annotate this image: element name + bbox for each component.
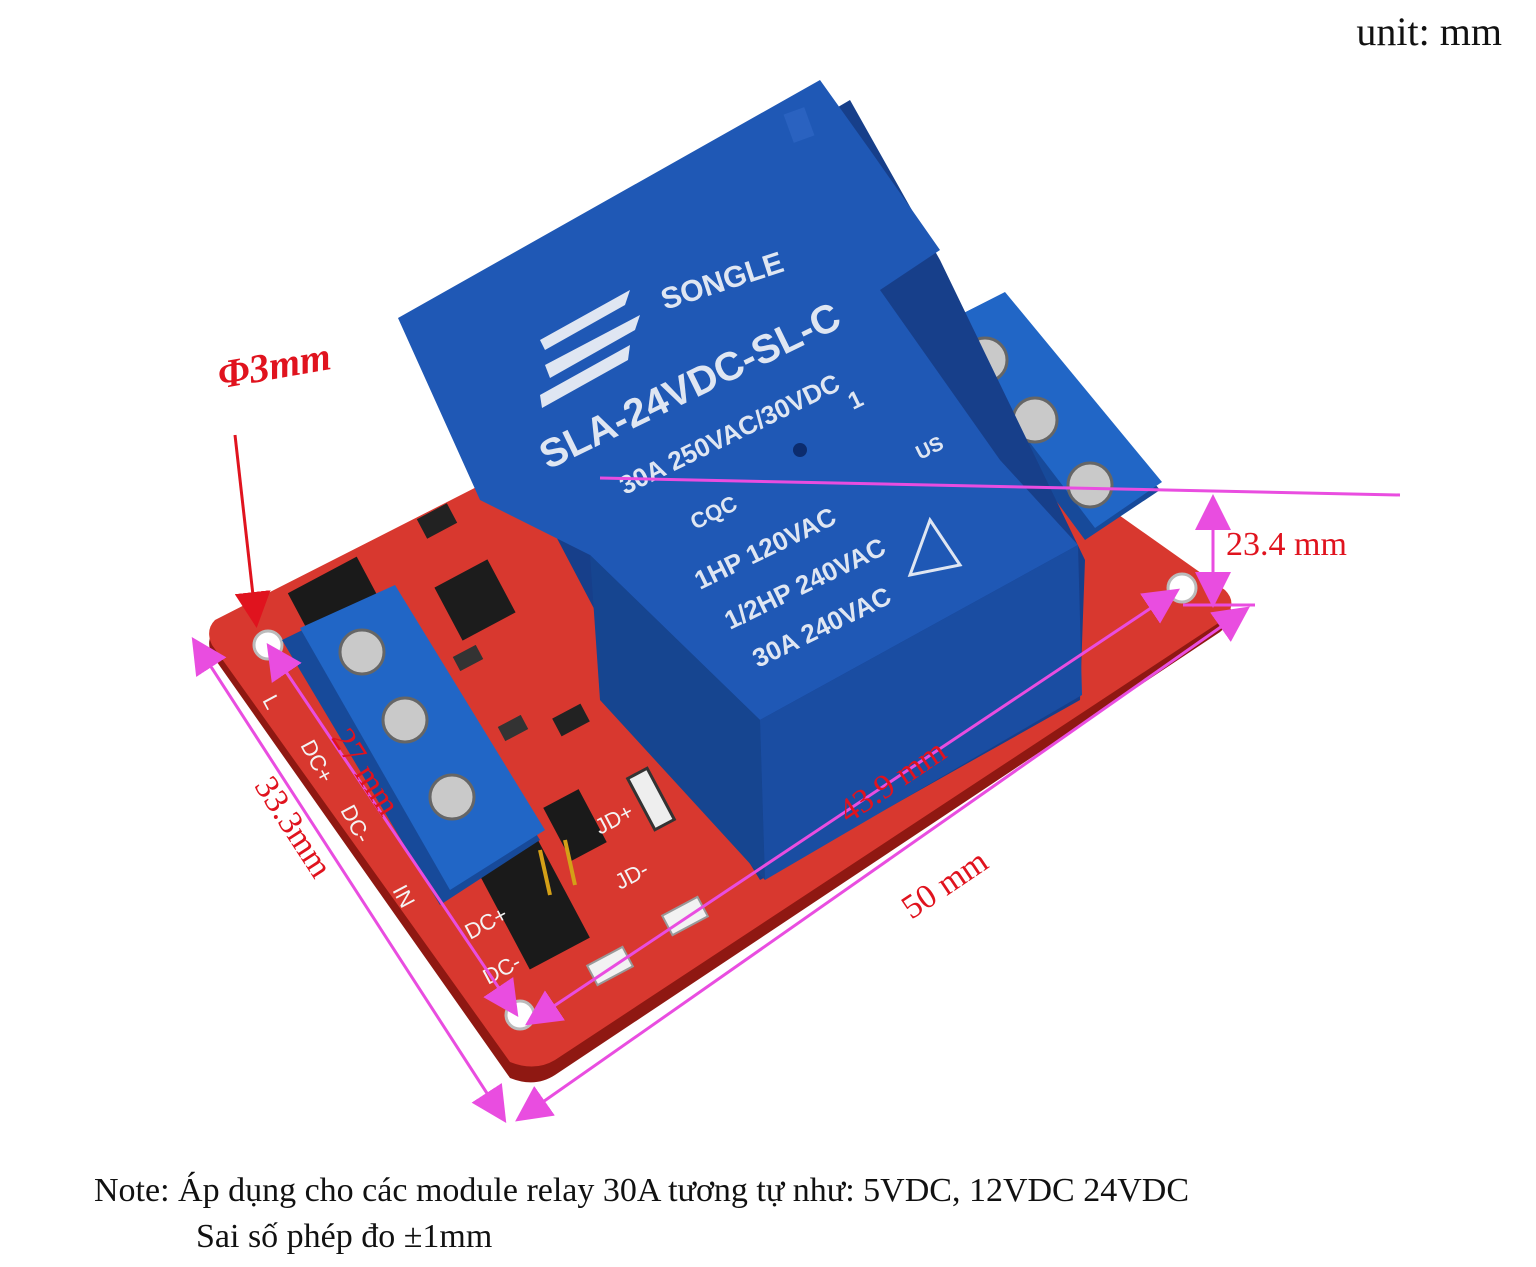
songle-logo <box>540 290 640 408</box>
hole-spacing-short-arrow <box>266 643 519 1017</box>
height-reference-line <box>599 476 1401 497</box>
optocoupler-chip <box>434 559 516 641</box>
triangle-mark-icon <box>907 516 963 577</box>
note-block: Note: Áp dụng cho các module relay 30A t… <box>94 1168 1189 1260</box>
right-terminal-block <box>930 292 1162 540</box>
mount-hole-left <box>252 629 284 661</box>
note-line-2: Sai số phép đo ±1mm <box>196 1218 493 1255</box>
mount-hole-right <box>1166 572 1198 604</box>
dim-height-label: 23.4 mm <box>1226 526 1347 563</box>
note-line-1: Note: Áp dụng cho các module relay 30A t… <box>94 1172 1190 1209</box>
dimension-lines <box>191 476 1401 1124</box>
hole-callout-arrow <box>233 434 271 628</box>
hole-spacing-long-arrow <box>525 588 1180 1026</box>
unit-label: unit: mm <box>1356 9 1502 54</box>
